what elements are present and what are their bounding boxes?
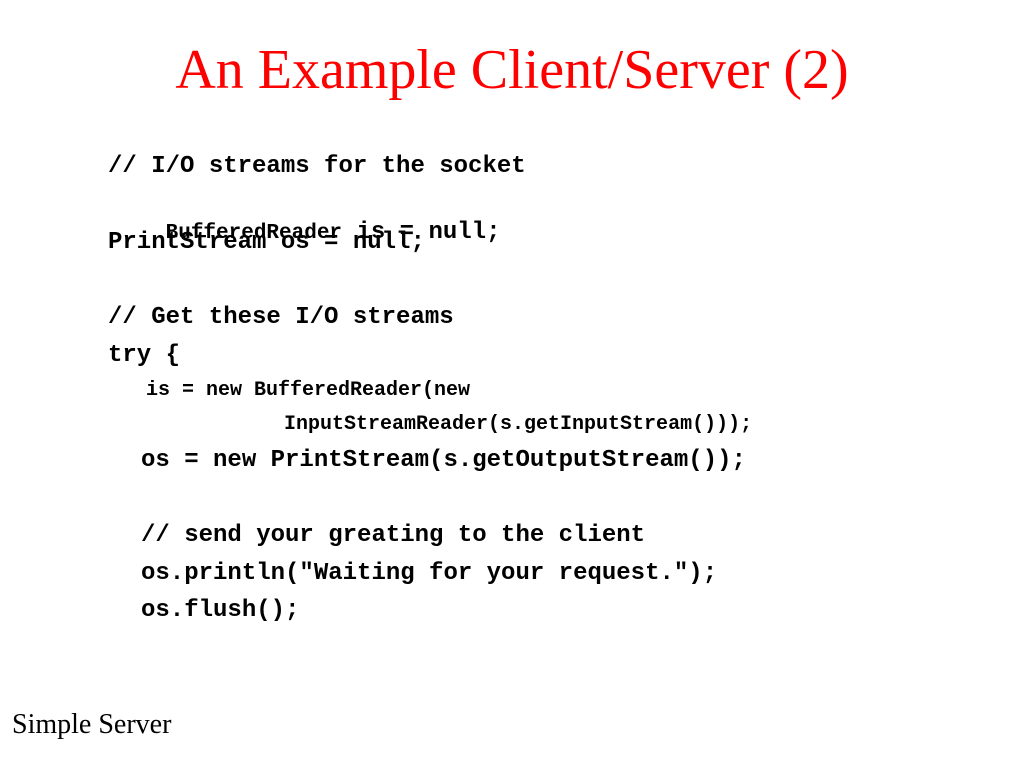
code-line-inputstreamreader: InputStreamReader(s.getInputStream())); <box>284 413 753 436</box>
code-line-bufferedreader-declaration: BufferedReader is = null; <box>108 191 501 276</box>
code-line-comment-io-streams: // I/O streams for the socket <box>108 153 526 180</box>
code-line-os-flush: os.flush(); <box>141 597 300 624</box>
code-line-is-assignment: is = new BufferedReader(new <box>146 379 471 402</box>
slide-footer: Simple Server <box>12 709 172 740</box>
code-line-os-println: os.println("Waiting for your request."); <box>141 560 718 587</box>
code-token-is-null: is = null; <box>342 219 501 246</box>
code-token-bufferedreader: BufferedReader <box>165 222 343 245</box>
code-line-comment-get-streams: // Get these I/O streams <box>108 304 454 331</box>
code-line-printstream-declaration: PrintStream os = null; <box>108 229 425 256</box>
slide-title: An Example Client/Server (2) <box>175 39 849 101</box>
code-line-comment-send-greeting: // send your greating to the client <box>141 522 646 549</box>
code-line-os-assignment: os = new PrintStream(s.getOutputStream()… <box>141 447 746 474</box>
code-line-try: try { <box>108 342 181 369</box>
